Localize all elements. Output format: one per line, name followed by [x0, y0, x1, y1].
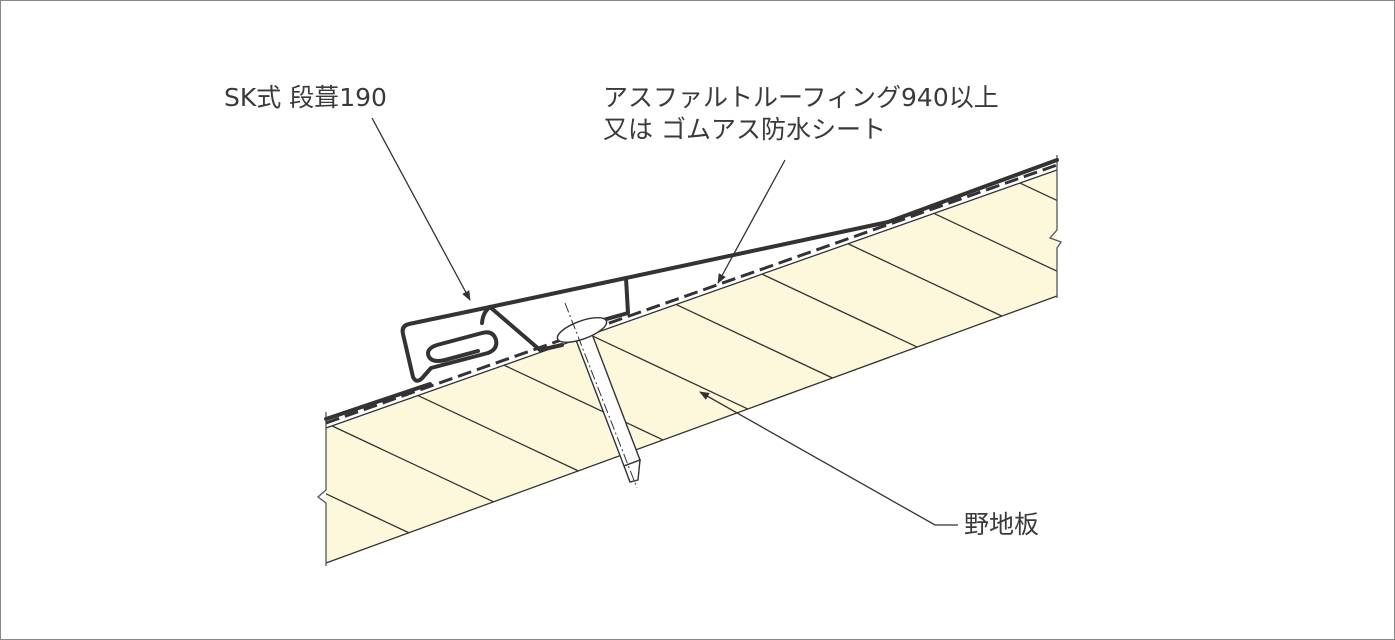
- label-underlay-line2: 又は ゴムアス防水シート: [603, 115, 886, 144]
- hatch-line: [331, 425, 494, 503]
- break-right: [1048, 155, 1062, 298]
- hatch-line: [761, 273, 918, 348]
- underlay-sheet: [325, 163, 1058, 425]
- hatch-line: [675, 303, 833, 379]
- hatch-line: [417, 394, 579, 472]
- break-left: [316, 412, 327, 566]
- leader-sheathing: [699, 391, 958, 526]
- hatch-line: [503, 364, 664, 441]
- hatch-line: [589, 334, 749, 410]
- leader-underlay: [717, 159, 786, 284]
- hatch-line: [933, 212, 1057, 272]
- hatch-line: [326, 493, 410, 534]
- label-underlay-line1: アスファルトルーフィング940以上: [603, 83, 999, 112]
- hatch-line: [847, 243, 1003, 317]
- roof-panel: [324, 158, 1059, 421]
- leader-panel: [371, 117, 471, 301]
- screw: [556, 302, 641, 489]
- leader-lines: [371, 117, 958, 526]
- hatch-line: [1019, 182, 1057, 202]
- label-panel: SK式 段葺190: [224, 83, 387, 112]
- sheathing-board: [316, 155, 1062, 566]
- label-sheathing: 野地板: [964, 510, 1040, 539]
